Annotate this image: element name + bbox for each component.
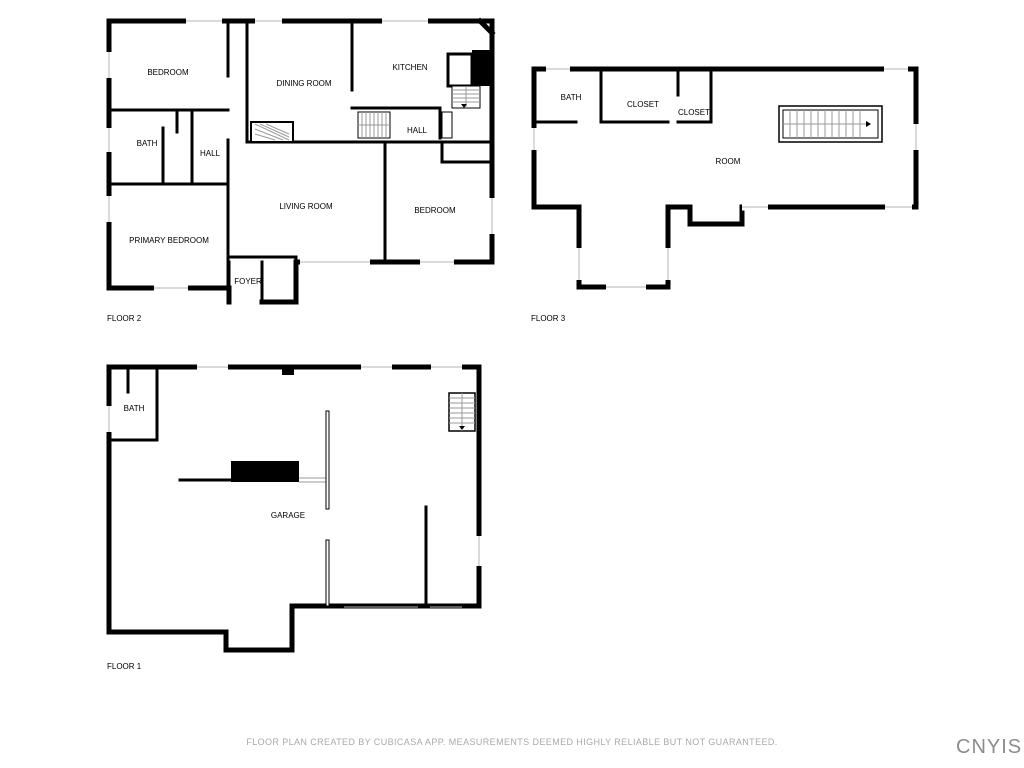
- garage-partition-south: [325, 539, 330, 607]
- windows-floor2: [105, 17, 496, 292]
- room-label-hall-west: HALL: [200, 149, 221, 158]
- floor-2-plan: BEDROOM DINING ROOM KITCHEN BATH HALL HA…: [105, 17, 496, 323]
- kitchen-appliance-block: [472, 50, 490, 86]
- stairs-floor3: [778, 105, 883, 143]
- footer-disclaimer: FLOOR PLAN CREATED BY CUBICASA APP. MEAS…: [246, 737, 777, 747]
- room-label-dining-room: DINING ROOM: [276, 79, 331, 88]
- floor-1-caption: FLOOR 1: [107, 662, 142, 671]
- garage-partition-north: [325, 410, 330, 510]
- room-label-bath-floor3: BATH: [561, 93, 582, 102]
- stairs-floor2: [357, 85, 481, 139]
- windows-floor3: [530, 65, 920, 291]
- brand-logo: CNYIS: [956, 736, 1022, 758]
- room-label-garage: GARAGE: [271, 511, 305, 520]
- floor-1-plan: BATH GARAGE FLOOR 1: [105, 363, 483, 671]
- room-label-kitchen: KITCHEN: [392, 63, 427, 72]
- room-label-bedroom-nw: BEDROOM: [147, 68, 189, 77]
- room-label-closet-1: CLOSET: [627, 100, 659, 109]
- room-label-closet-2: CLOSET: [678, 108, 710, 117]
- stairs-floor1: [448, 392, 476, 432]
- room-label-room: ROOM: [716, 157, 741, 166]
- room-label-hall-east: HALL: [407, 126, 428, 135]
- room-label-bedroom-east: BEDROOM: [414, 206, 456, 215]
- room-label-living-room: LIVING ROOM: [279, 202, 333, 211]
- room-label-bath-floor1: BATH: [124, 404, 145, 413]
- room-label-bath-floor2: BATH: [137, 139, 158, 148]
- windows-floor1: [105, 363, 483, 566]
- room-label-primary-bedroom: PRIMARY BEDROOM: [129, 236, 209, 245]
- room-label-foyer: FOYER: [234, 277, 262, 286]
- floor-2-caption: FLOOR 2: [107, 314, 142, 323]
- garage-chimney-block: [231, 461, 299, 482]
- top-wall-post: [282, 367, 294, 375]
- floor-3-caption: FLOOR 3: [531, 314, 566, 323]
- floor-3-plan: BATH CLOSET CLOSET ROOM FLOOR 3: [530, 65, 920, 323]
